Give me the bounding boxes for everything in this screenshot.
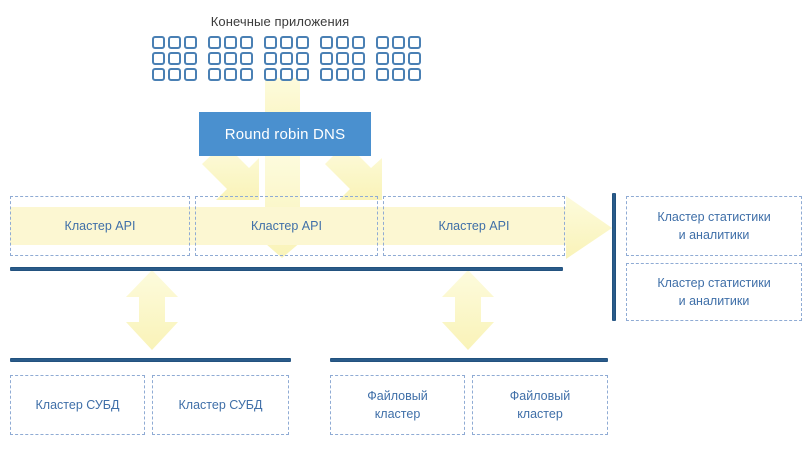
stats-cluster-label-line2: и аналитики bbox=[678, 228, 750, 242]
app-cell bbox=[152, 36, 165, 49]
app-cell bbox=[184, 68, 197, 81]
stats-cluster-label: Кластер статистики и аналитики bbox=[657, 274, 770, 310]
app-cell bbox=[392, 36, 405, 49]
api-cluster-label: Кластер API bbox=[64, 218, 136, 233]
app-cell bbox=[352, 52, 365, 65]
dns-label: Round robin DNS bbox=[224, 125, 346, 143]
api-row-highlight-band bbox=[10, 207, 566, 245]
app-cell bbox=[264, 68, 277, 81]
app-cell bbox=[240, 68, 253, 81]
app-cell bbox=[336, 36, 349, 49]
app-cell bbox=[184, 36, 197, 49]
stats-bus-bar bbox=[612, 193, 616, 321]
file-cluster-2[interactable]: Файловый кластер bbox=[472, 375, 608, 435]
app-cell bbox=[264, 52, 277, 65]
app-cell bbox=[280, 52, 293, 65]
app-cell bbox=[208, 68, 221, 81]
api-cluster-2[interactable]: Кластер API bbox=[195, 196, 378, 256]
app-cell bbox=[376, 36, 389, 49]
app-cell bbox=[392, 52, 405, 65]
app-cell bbox=[320, 36, 333, 49]
app-cell bbox=[224, 68, 237, 81]
page-title: Конечные приложения bbox=[210, 14, 350, 29]
app-cell bbox=[320, 68, 333, 81]
api-cluster-1[interactable]: Кластер API bbox=[10, 196, 190, 256]
api-cluster-label: Кластер API bbox=[438, 218, 510, 233]
stats-cluster-label-line1: Кластер статистики bbox=[657, 209, 771, 224]
api-cluster-label: Кластер API bbox=[251, 218, 322, 233]
app-cell bbox=[296, 52, 309, 65]
app-cell bbox=[224, 36, 237, 49]
app-cell bbox=[352, 68, 365, 81]
arrow-api-to-db bbox=[126, 270, 178, 350]
file-cluster-label-line2: кластер bbox=[374, 407, 421, 421]
app-grid-3 bbox=[264, 36, 309, 81]
app-cell bbox=[240, 52, 253, 65]
app-cell bbox=[336, 68, 349, 81]
files-bus-bar bbox=[330, 358, 608, 362]
app-cell bbox=[184, 52, 197, 65]
app-cell bbox=[168, 52, 181, 65]
app-cell bbox=[408, 68, 421, 81]
stats-cluster-label-line1: Кластер статистики bbox=[657, 275, 771, 290]
arrow-dns-to-api-right bbox=[325, 143, 382, 200]
app-cell bbox=[296, 36, 309, 49]
app-cell bbox=[152, 52, 165, 65]
app-cell bbox=[296, 68, 309, 81]
file-cluster-label: Файловый кластер bbox=[510, 387, 570, 423]
app-grid-4 bbox=[320, 36, 365, 81]
app-cell bbox=[240, 36, 253, 49]
file-cluster-label-line1: Файловый bbox=[509, 388, 571, 403]
app-cell bbox=[152, 68, 165, 81]
stats-cluster-label: Кластер статистики и аналитики bbox=[657, 208, 770, 244]
db-cluster-label: Кластер СУБД bbox=[35, 397, 120, 412]
arrow-api-to-files bbox=[442, 270, 494, 350]
app-cell bbox=[168, 36, 181, 49]
app-cell bbox=[280, 68, 293, 81]
app-cell bbox=[336, 52, 349, 65]
app-grid-5 bbox=[376, 36, 421, 81]
api-cluster-3[interactable]: Кластер API bbox=[383, 196, 565, 256]
round-robin-dns-box[interactable]: Round robin DNS bbox=[199, 112, 371, 156]
arrow-dns-to-api-left bbox=[202, 143, 259, 200]
app-cell bbox=[264, 36, 277, 49]
app-cell bbox=[208, 36, 221, 49]
app-cell bbox=[320, 52, 333, 65]
app-grid-1 bbox=[152, 36, 197, 81]
app-cell bbox=[208, 52, 221, 65]
file-cluster-label: Файловый кластер bbox=[367, 387, 427, 423]
app-cell bbox=[168, 68, 181, 81]
app-cell bbox=[376, 68, 389, 81]
app-cell bbox=[392, 68, 405, 81]
app-cell bbox=[280, 36, 293, 49]
db-cluster-label: Кластер СУБД bbox=[178, 397, 263, 412]
db-cluster-2[interactable]: Кластер СУБД bbox=[152, 375, 289, 435]
app-cell bbox=[408, 52, 421, 65]
app-cell bbox=[352, 36, 365, 49]
file-cluster-label-line1: Файловый bbox=[367, 388, 428, 403]
app-grid-2 bbox=[208, 36, 253, 81]
api-row-bus-bar bbox=[10, 267, 563, 271]
file-cluster-label-line2: кластер bbox=[517, 407, 563, 421]
db-cluster-1[interactable]: Кластер СУБД bbox=[10, 375, 145, 435]
app-cell bbox=[376, 52, 389, 65]
stats-cluster-2[interactable]: Кластер статистики и аналитики bbox=[626, 263, 802, 321]
file-cluster-1[interactable]: Файловый кластер bbox=[330, 375, 465, 435]
stats-cluster-label-line2: и аналитики bbox=[678, 294, 750, 308]
db-bus-bar bbox=[10, 358, 291, 362]
app-cell bbox=[224, 52, 237, 65]
app-cell bbox=[408, 36, 421, 49]
stats-cluster-1[interactable]: Кластер статистики и аналитики bbox=[626, 196, 802, 256]
